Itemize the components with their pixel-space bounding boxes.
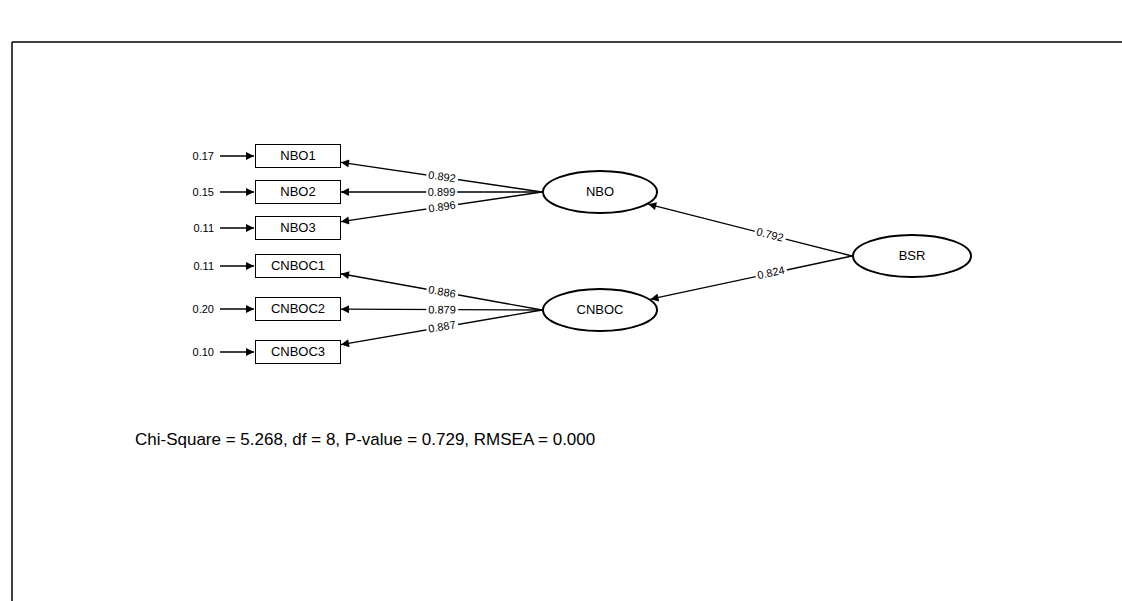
fit-statistics: Chi-Square = 5.268, df = 8, P-value = 0.… — [135, 430, 595, 450]
error-arrow — [220, 227, 254, 229]
latent-variable-ellipse: NBO — [542, 170, 658, 214]
variable-name: NBO1 — [280, 149, 315, 164]
frame-line — [11, 42, 13, 601]
variable-name: NBO2 — [280, 185, 315, 200]
path-coefficient: 0.824 — [755, 265, 788, 282]
ellipse-outline — [543, 289, 657, 331]
variable-name: CNBOC2 — [271, 302, 325, 317]
variable-name: NBO3 — [280, 221, 315, 236]
latent-variable-ellipse: BSR — [852, 234, 972, 278]
path-arrow — [650, 256, 852, 299]
error-variance: 0.17 — [193, 150, 214, 163]
variable-name: CNBOC3 — [271, 345, 325, 360]
path-arrow — [648, 204, 852, 256]
error-arrow — [220, 308, 254, 310]
error-arrow — [220, 155, 254, 157]
latent-variable-ellipse: CNBOC — [542, 288, 658, 332]
path-coefficient: 0.879 — [426, 304, 458, 315]
variable-name: NBO — [586, 185, 614, 200]
observed-variable-box: NBO2 — [255, 180, 341, 204]
error-variance: 0.20 — [193, 303, 214, 316]
observed-variable-box: CNBOC3 — [255, 340, 341, 364]
variable-name: CNBOC — [577, 303, 624, 318]
error-arrow — [220, 191, 254, 193]
variable-name: CNBOC1 — [271, 259, 325, 274]
frame-line — [12, 41, 1122, 43]
variable-name: BSR — [899, 249, 926, 264]
observed-variable-box: NBO1 — [255, 144, 341, 168]
path-coefficient: 0.899 — [426, 187, 458, 198]
ellipse-outline — [543, 171, 657, 213]
path-coefficient: 0.896 — [425, 199, 458, 214]
error-variance: 0.15 — [193, 186, 214, 199]
error-arrow — [220, 351, 254, 353]
path-coefficient: 0.887 — [425, 319, 458, 335]
observed-variable-box: CNBOC1 — [255, 254, 341, 278]
error-arrow — [220, 265, 254, 267]
error-variance: 0.11 — [193, 222, 214, 235]
path-coefficient: 0.792 — [754, 226, 787, 244]
ellipse-outline — [853, 235, 971, 277]
error-variance: 0.10 — [193, 346, 214, 359]
observed-variable-box: CNBOC2 — [255, 297, 341, 321]
path-coefficient: 0.892 — [425, 169, 458, 184]
error-variance: 0.11 — [193, 260, 214, 273]
observed-variable-box: NBO3 — [255, 216, 341, 240]
path-coefficient: 0.886 — [425, 284, 458, 300]
